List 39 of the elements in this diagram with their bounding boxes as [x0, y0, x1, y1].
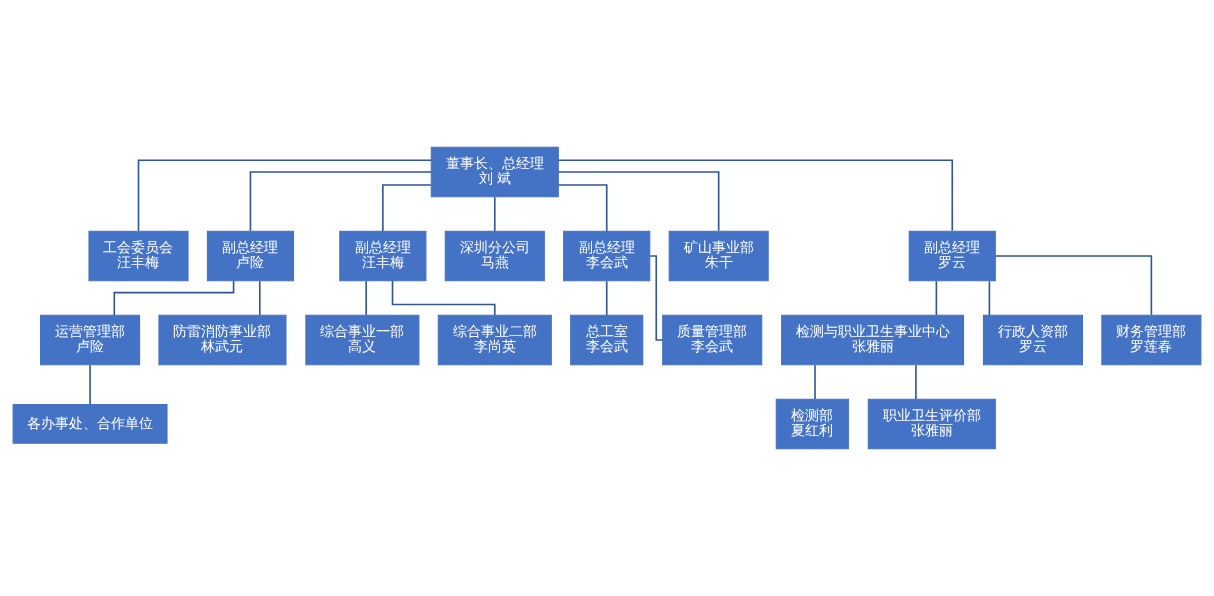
connector — [113, 280, 235, 316]
connector — [605, 280, 608, 316]
node-box: 矿山事业部 朱干 — [668, 230, 769, 282]
node-box: 总工室 李会武 — [570, 314, 644, 366]
connector — [249, 171, 433, 232]
connector — [382, 184, 432, 232]
connector — [137, 159, 432, 232]
connector — [557, 171, 720, 232]
connector — [365, 280, 367, 316]
node-box: 行政人资部 罗云 — [982, 314, 1084, 366]
connector — [649, 255, 664, 341]
connector — [935, 280, 938, 316]
node-box: 副总经理 罗云 — [908, 230, 996, 282]
node-box: 检测部 夏红利 — [775, 398, 849, 450]
connector — [988, 280, 991, 316]
connector — [814, 364, 816, 400]
node-box: 防雷消防事业部 林武元 — [158, 314, 287, 366]
node-box: 董事长、总经理 刘 斌 — [430, 146, 559, 198]
node-box: 检测与职业卫生事业中心 张雅丽 — [781, 314, 965, 366]
node-box: 各办事处、合作单位 — [12, 404, 168, 444]
connector — [89, 364, 91, 406]
connector — [391, 280, 496, 316]
node-box: 工会委员会 汪丰梅 — [88, 230, 189, 282]
connector — [994, 255, 1153, 316]
node-box: 职业卫生评价部 张雅丽 — [867, 398, 996, 450]
node-box: 运营管理部 卢险 — [40, 314, 141, 366]
node-box: 综合事业二部 李尚英 — [437, 314, 552, 366]
node-box: 综合事业一部 高义 — [305, 314, 420, 366]
connector — [557, 159, 954, 232]
node-box: 财务管理部 罗莲春 — [1101, 314, 1202, 366]
node-box: 副总经理 李会武 — [563, 230, 651, 282]
connector — [915, 364, 917, 400]
connector — [557, 184, 608, 232]
node-box: 副总经理 汪丰梅 — [339, 230, 427, 282]
node-box: 副总经理 卢险 — [206, 230, 295, 282]
connector — [258, 280, 261, 316]
node-box: 深圳分公司 马燕 — [444, 230, 545, 282]
connector — [494, 196, 496, 232]
node-box: 质量管理部 李会武 — [662, 314, 763, 366]
